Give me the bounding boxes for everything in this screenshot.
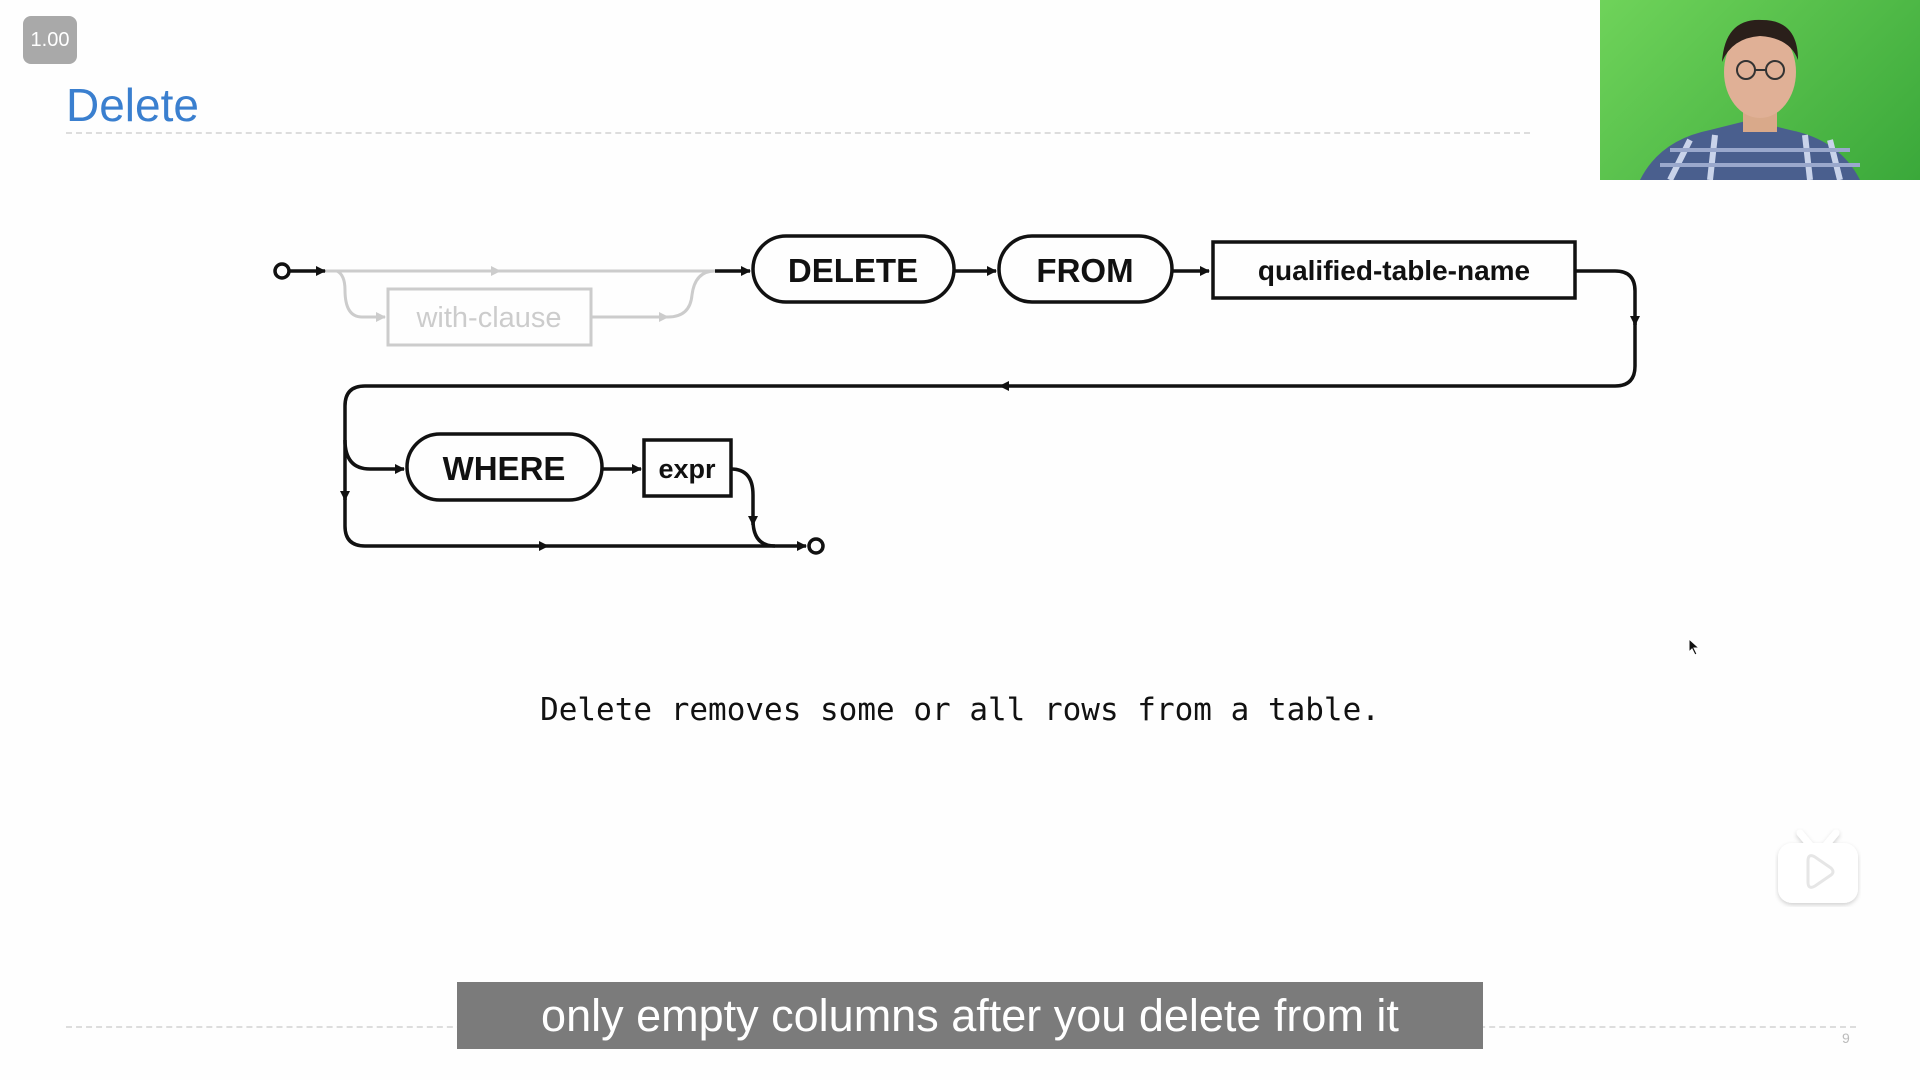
- with-clause-node[interactable]: with-clause: [415, 302, 561, 334]
- video-subtitle: only empty columns after you delete from…: [457, 982, 1483, 1049]
- from-keyword-box: [997, 234, 1174, 304]
- where-keyword: WHERE: [443, 450, 566, 487]
- slide-title: Delete: [66, 79, 199, 131]
- from-keyword: FROM: [1036, 252, 1133, 289]
- syntax-diagram: with-clause DELETE FROM qualified-table-…: [273, 234, 1640, 555]
- page-number: 9: [1842, 1030, 1850, 1046]
- mouse-cursor-icon: [1688, 637, 1702, 661]
- webcam-video: [1600, 0, 1920, 180]
- with-clause-branch: [325, 266, 716, 347]
- start-node: [273, 262, 291, 280]
- slide-caption: Delete removes some or all rows from a t…: [540, 692, 1380, 728]
- tv-play-icon[interactable]: [1775, 823, 1861, 912]
- title-divider: [66, 132, 1530, 134]
- playback-speed-badge[interactable]: 1.00: [23, 16, 77, 64]
- end-node: [807, 537, 825, 555]
- table-name-node: qualified-table-name: [1258, 255, 1530, 286]
- delete-keyword-box: [751, 234, 956, 304]
- delete-keyword: DELETE: [788, 252, 918, 289]
- where-keyword-box: [405, 432, 604, 502]
- expr-node: expr: [658, 454, 716, 484]
- presenter-image: [1640, 19, 1860, 180]
